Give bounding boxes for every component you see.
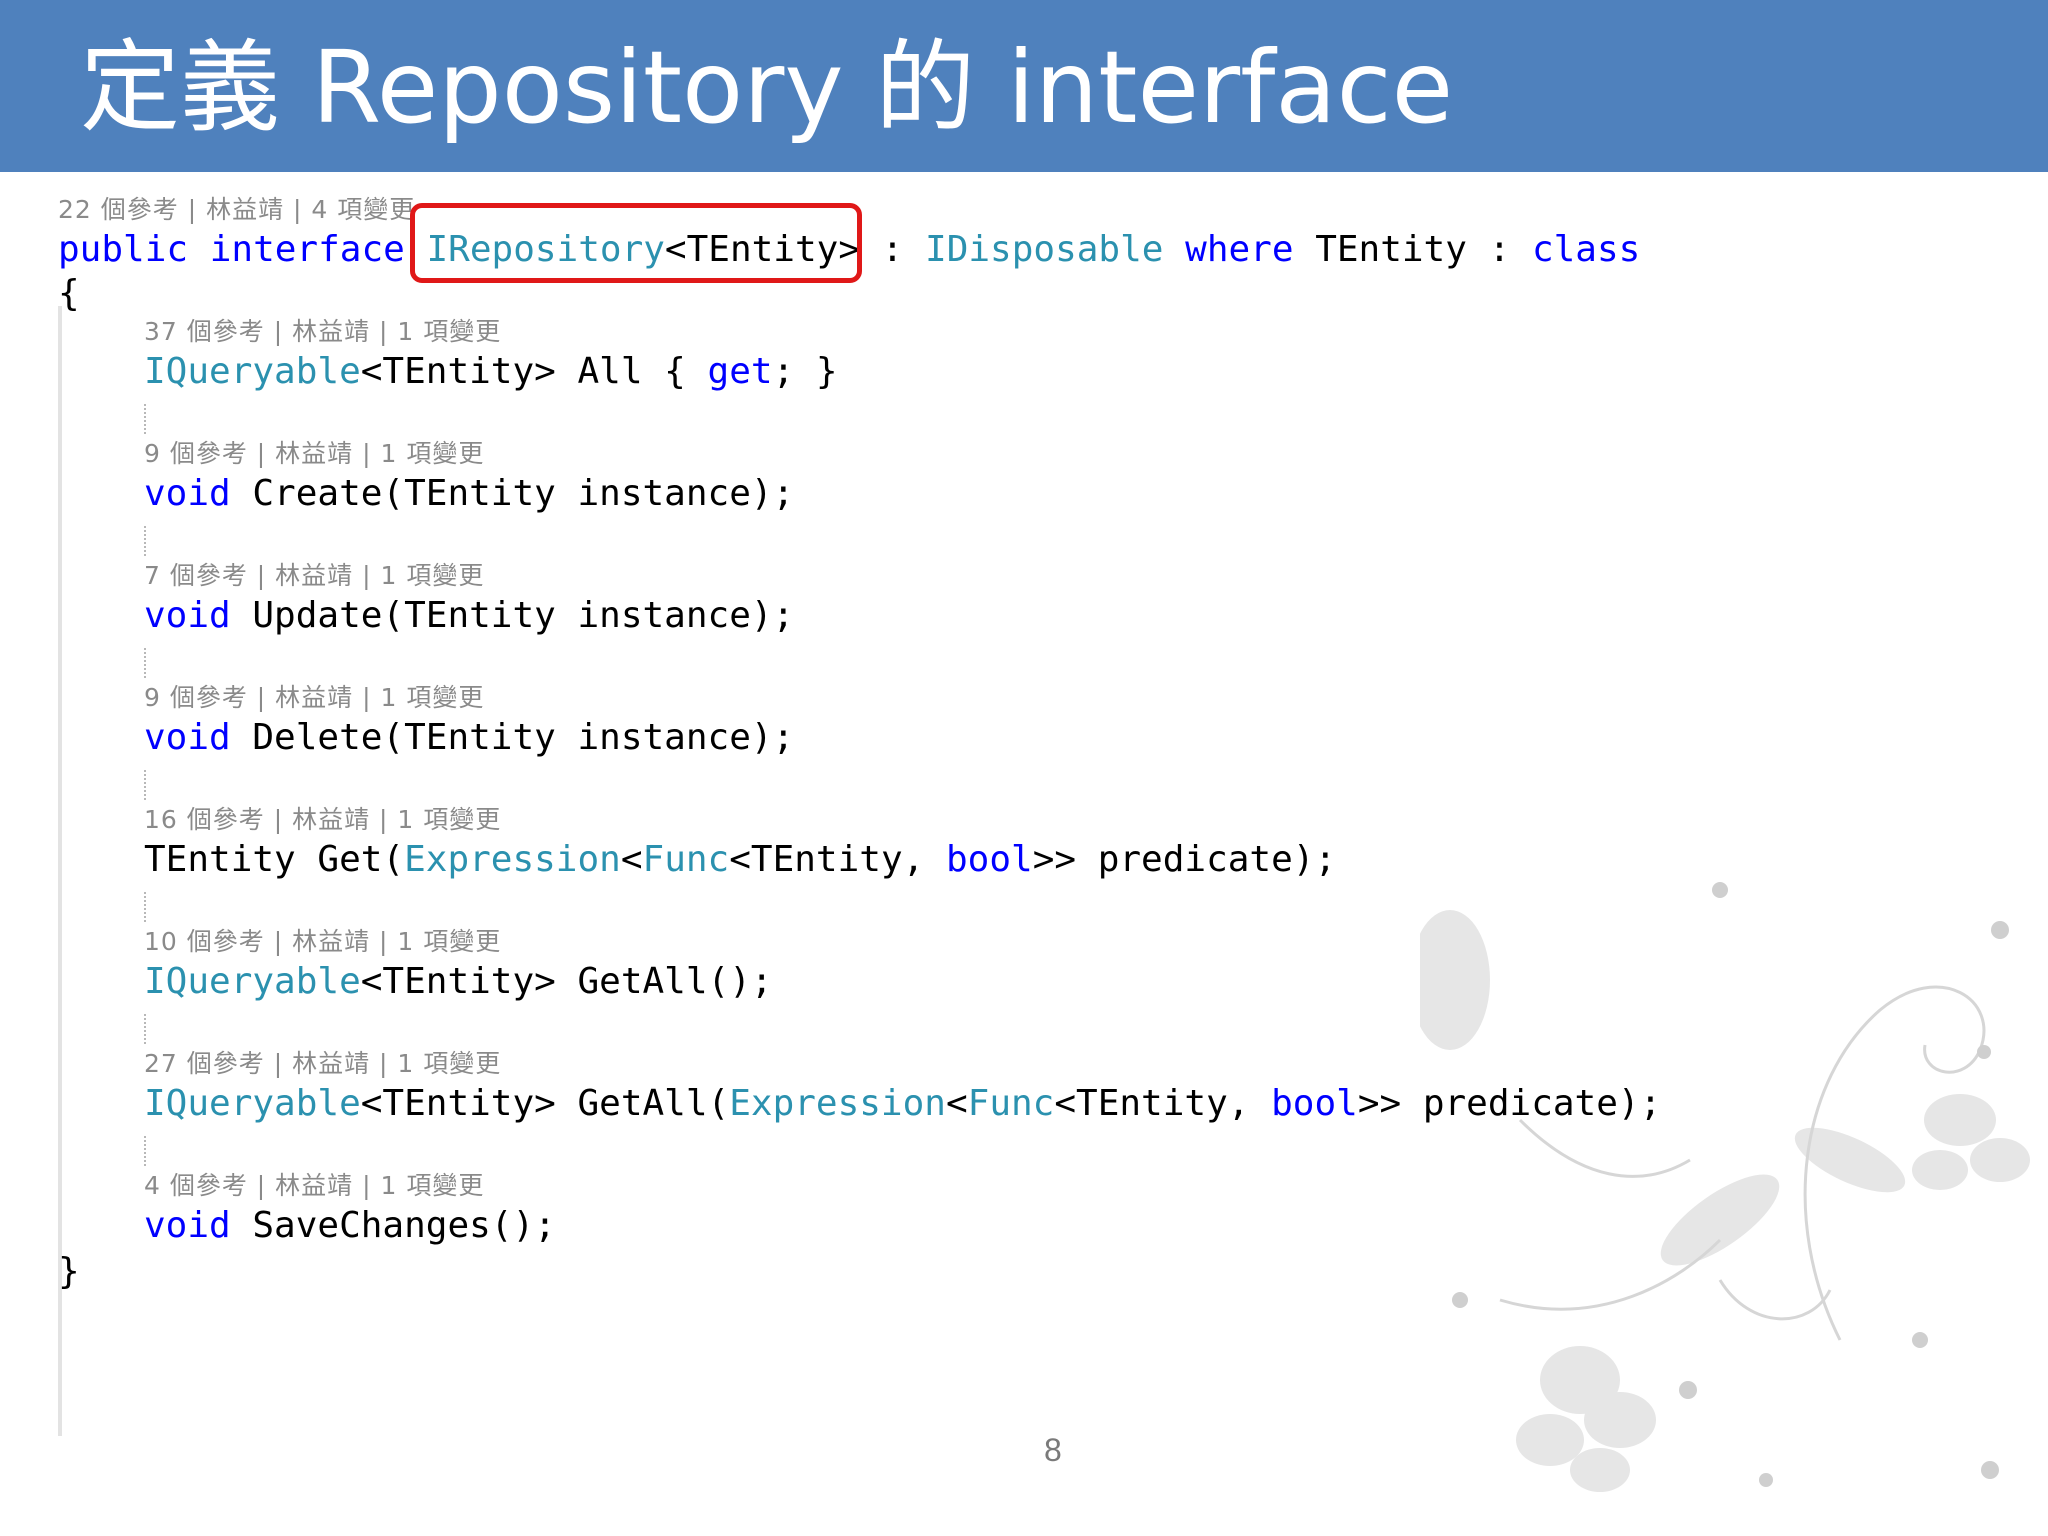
separator-guide: [144, 404, 146, 434]
keyword-bool: bool: [1271, 1083, 1358, 1124]
keyword-bool: bool: [945, 839, 1033, 880]
member-text: Delete(TEntity instance);: [230, 717, 795, 758]
separator-guide: [144, 1014, 146, 1044]
member-text: SaveChanges();: [230, 1205, 556, 1246]
keyword-void: void: [144, 595, 231, 636]
keyword-void: void: [144, 473, 231, 514]
separator-guide: [144, 892, 146, 922]
member-text: Update(TEntity instance);: [230, 595, 795, 636]
member-text: >> predicate);: [1357, 1083, 1662, 1124]
member-text: <TEntity> GetAll();: [360, 961, 773, 1002]
codelens-member: 10 個參考 | 林益靖 | 1 項變更: [144, 927, 502, 956]
codelens-member: 4 個參考 | 林益靖 | 1 項變更: [144, 1171, 485, 1200]
separator-guide: [144, 648, 146, 678]
keyword-void: void: [144, 1205, 231, 1246]
codelens-member: 37 個參考 | 林益靖 | 1 項變更: [144, 317, 502, 346]
keyword-void: void: [144, 717, 231, 758]
keyword-interface: interface: [209, 229, 405, 270]
colon: :: [860, 229, 926, 270]
member-text: >> predicate);: [1032, 839, 1337, 880]
type-iqueryable: IQueryable: [144, 961, 361, 1002]
title-bar: 定義 Repository 的 interface: [0, 0, 2048, 172]
member-savechanges: void SaveChanges();: [144, 1204, 556, 1248]
member-getall: IQueryable<TEntity> GetAll();: [144, 960, 773, 1004]
member-text: ; }: [772, 351, 838, 392]
member-text: <TEntity,: [1054, 1083, 1272, 1124]
member-delete: void Delete(TEntity instance);: [144, 716, 794, 760]
highlight-box: [410, 203, 862, 283]
type-func: Func: [967, 1083, 1055, 1124]
codelens-header: 22 個參考 | 林益靖 | 4 項變更: [58, 195, 416, 224]
member-text: <: [945, 1083, 968, 1124]
type-iqueryable: IQueryable: [144, 1083, 361, 1124]
codelens-member: 9 個參考 | 林益靖 | 1 項變更: [144, 439, 485, 468]
codelens-member: 27 個參考 | 林益靖 | 1 項變更: [144, 1049, 502, 1078]
separator-guide: [144, 770, 146, 800]
member-text: TEntity Get(: [144, 839, 405, 880]
member-text: <TEntity> All {: [360, 351, 708, 392]
base-interface: IDisposable: [925, 229, 1164, 270]
codelens-member: 16 個參考 | 林益靖 | 1 項變更: [144, 805, 502, 834]
member-update: void Update(TEntity instance);: [144, 594, 794, 638]
type-func: Func: [642, 839, 730, 880]
close-brace: }: [58, 1251, 80, 1292]
keyword-public: public: [58, 229, 189, 270]
outline-margin: [58, 306, 62, 1436]
page-number: 8: [1044, 1432, 1062, 1468]
member-text: <TEntity> GetAll(: [360, 1083, 730, 1124]
open-brace: {: [58, 273, 80, 314]
slide-title: 定義 Repository 的 interface: [80, 29, 1454, 146]
type-parameter: <TEntity>: [664, 229, 860, 270]
constraint-target: TEntity :: [1293, 229, 1532, 270]
member-text: <TEntity,: [729, 839, 946, 880]
member-get: TEntity Get(Expression<Func<TEntity, boo…: [144, 838, 1336, 882]
member-text: <: [620, 839, 643, 880]
type-iqueryable: IQueryable: [144, 351, 361, 392]
keyword-where: where: [1185, 229, 1294, 270]
floral-decoration: [1420, 882, 2030, 1492]
member-text: Create(TEntity instance);: [230, 473, 795, 514]
member-create: void Create(TEntity instance);: [144, 472, 794, 516]
separator-guide: [144, 526, 146, 556]
codelens-member: 7 個參考 | 林益靖 | 1 項變更: [144, 561, 485, 590]
member-getall-predicate: IQueryable<TEntity> GetAll(Expression<Fu…: [144, 1082, 1661, 1126]
type-expression: Expression: [729, 1083, 946, 1124]
interface-name: IRepository: [426, 229, 665, 270]
codelens-member: 9 個參考 | 林益靖 | 1 項變更: [144, 683, 485, 712]
keyword-class: class: [1531, 229, 1641, 270]
member-all: IQueryable<TEntity> All { get; }: [144, 350, 838, 394]
interface-declaration: public interface IRepository<TEntity> : …: [58, 228, 1640, 272]
type-expression: Expression: [404, 839, 621, 880]
keyword-get: get: [707, 351, 773, 392]
separator-guide: [144, 1136, 146, 1166]
